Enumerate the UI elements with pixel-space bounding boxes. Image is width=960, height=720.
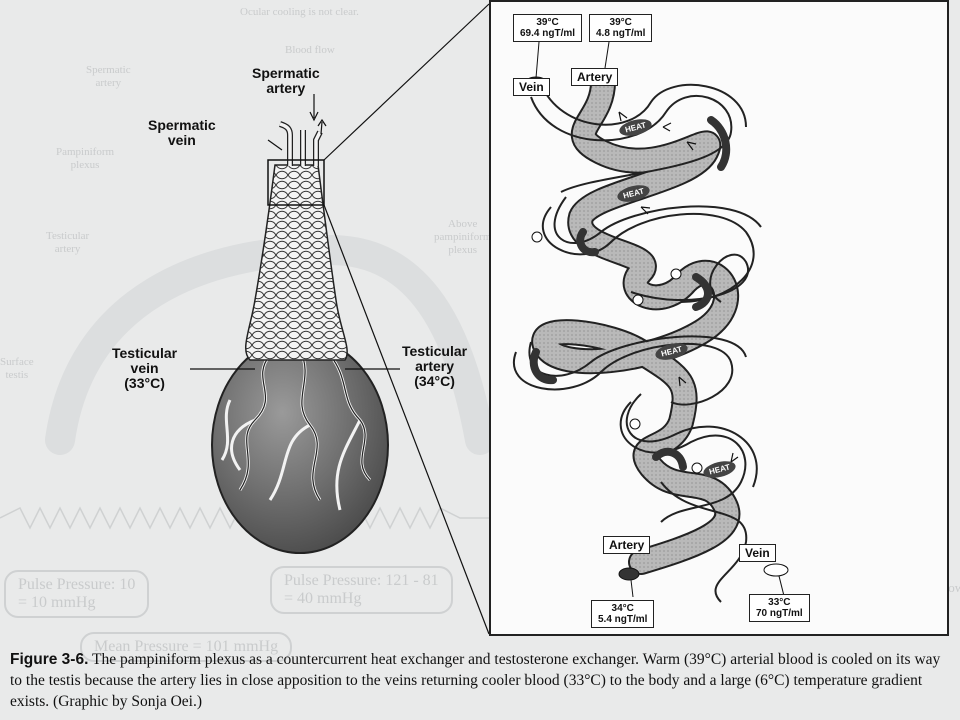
bleed-through-label: Blood flow [285,44,335,56]
bleed-through-box: Pulse Pressure: 121 - 81= 40 mmHg [270,566,453,614]
bottom-vein-label: Vein [739,544,776,562]
readout-top-left: 39°C 69.4 ngT/ml [513,14,583,42]
top-vein-label: Vein [513,78,550,96]
bleed-through-label: Ocular cooling is not clear. [240,6,359,18]
bleed-through-box: Pulse Pressure: 10= 10 mmHg [4,570,150,618]
readout-bottom-right: 33°C 70 ngT/ml [749,594,810,622]
top-artery-label: Artery [571,68,619,86]
readout-bottom-left: 34°C 5.4 ngT/ml [591,600,655,628]
pampiniform-plexus [244,164,348,361]
zoom-region [267,159,325,206]
testicular-artery-label: Testicular artery (34°C) [402,343,468,389]
testis-illustration [0,3,490,635]
bleed-through-box: Mean Pressure = 101 mmHg [80,632,293,662]
testicular-vein-label: Testicular vein (33°C) [112,345,178,391]
vessel-coils-illustration [512,41,789,603]
caption-text: The pampiniform plexus as a countercurre… [10,651,941,710]
bottom-artery-label: Artery [603,536,651,554]
figure-caption: Figure 3-6. The pampiniform plexus as a … [10,649,950,712]
spermatic-artery-label: Spermatic artery [252,65,320,96]
countercurrent-inset: 39°C 69.4 ngT/ml 39°C 4.8 ngT/ml Vein Ar… [489,0,949,636]
figure-number: Figure 3-6. [10,651,89,668]
spermatic-vein-label: Spermatic vein [148,117,216,148]
readout-top-right: 39°C 4.8 ngT/ml [589,14,653,42]
